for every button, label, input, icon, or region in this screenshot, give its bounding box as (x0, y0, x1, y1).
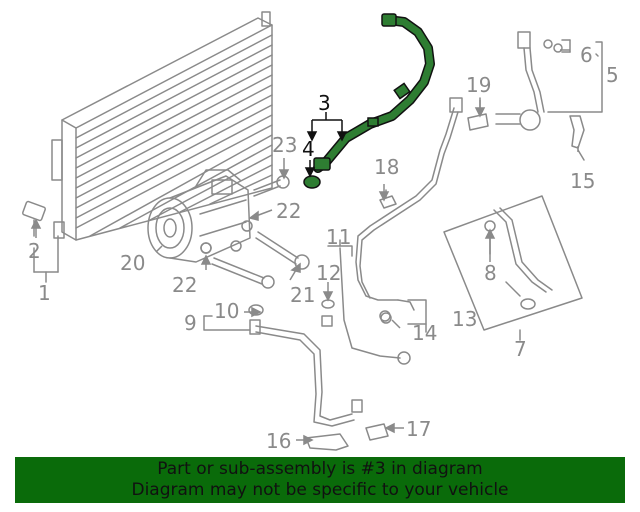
bracket-16 (305, 433, 349, 451)
condenser (51, 11, 273, 241)
callout-2: 2 (28, 239, 41, 263)
washer-lower (200, 242, 212, 254)
callout-20: 20 (120, 251, 145, 275)
callout-12: 12 (316, 261, 341, 285)
bracket-15 (569, 115, 585, 161)
callout-15: 15 (570, 169, 595, 193)
callout-11: 11 (326, 225, 351, 249)
callout-14: 14 (412, 321, 437, 345)
banner-line-2: Diagram may not be specific to your vehi… (131, 480, 509, 500)
callout-5: 5 (606, 63, 619, 87)
callout-16: 16 (266, 429, 291, 453)
callout-3: 3 (318, 91, 331, 115)
discharge-line-9 (248, 304, 363, 427)
callout-18: 18 (374, 155, 399, 179)
callout-23: 23 (272, 133, 297, 157)
callout-9: 9 (184, 311, 197, 335)
callout-8: 8 (484, 261, 497, 285)
callout-19: 19 (466, 73, 491, 97)
liquid-line (339, 97, 463, 365)
pressure-sensor (22, 200, 46, 237)
callout-21: 21 (290, 283, 315, 307)
callout-13: 13 (452, 307, 477, 331)
callout-22-upper: 22 (276, 199, 301, 223)
info-banner: Part or sub-assembly is #3 in diagram Di… (15, 457, 625, 503)
bolts (211, 175, 310, 289)
callout-4: 4 (302, 137, 315, 161)
oring-part-4 (303, 175, 321, 189)
bracket-18 (379, 195, 397, 209)
banner-line-1: Part or sub-assembly is #3 in diagram (157, 459, 483, 479)
callout-22-lower: 22 (172, 273, 197, 297)
washer-upper (241, 220, 253, 232)
ac-hose-part-3 (313, 13, 435, 173)
callout-10: 10 (214, 299, 239, 323)
fitting-19 (467, 97, 489, 131)
suction-line-5 (495, 31, 599, 131)
clip-17 (365, 423, 389, 441)
callout-1: 1 (38, 281, 51, 305)
callout-6: 6 (580, 43, 593, 67)
callout-7: 7 (514, 337, 527, 361)
callout-17: 17 (406, 417, 431, 441)
